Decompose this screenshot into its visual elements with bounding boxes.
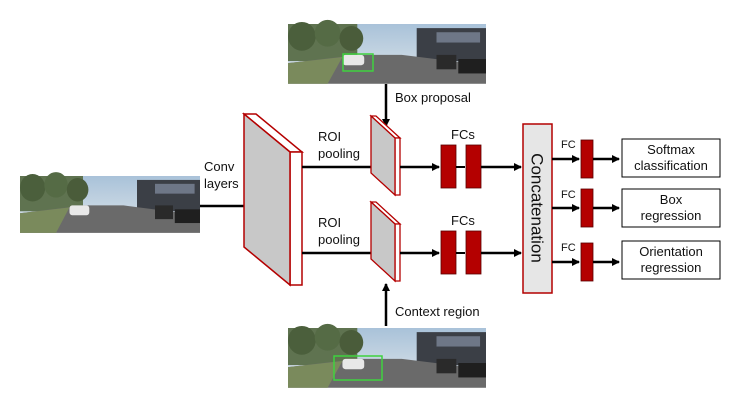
input-image [20, 172, 200, 233]
fc-block-top-1 [440, 144, 457, 189]
fc-output-block-1 [580, 139, 594, 179]
context-region-label: Context region [395, 304, 480, 319]
fc-label-1: FC [561, 139, 576, 151]
output-classification-line2: classification [634, 158, 708, 173]
street-scene-image [288, 19, 486, 84]
output-classification-line1: Softmax [647, 142, 695, 157]
fc-block-bottom-2 [465, 230, 482, 275]
roi-top-label-line1: ROI [318, 129, 341, 144]
proposal-image [288, 19, 486, 84]
output-box-regression-line2: regression [641, 208, 702, 223]
fcs-top-label: FCs [451, 127, 475, 142]
fc-block-bottom-1 [440, 230, 457, 275]
conv-label-line2: layers [204, 176, 239, 191]
concatenation-label: Concatenation [528, 153, 547, 263]
fc-output-block-2 [580, 188, 594, 228]
box-proposal-label: Box proposal [395, 90, 471, 105]
fc-block-top-2 [465, 144, 482, 189]
street-scene-image [288, 323, 486, 388]
output-box-regression-line1: Box [660, 192, 683, 207]
concatenation-block [522, 123, 553, 294]
box-proposal-highlight [342, 53, 374, 72]
street-scene-image [20, 172, 200, 233]
roi-bottom-label-line1: ROI [318, 215, 341, 230]
output-box-classification [621, 138, 721, 178]
output-box-orientation [621, 240, 721, 280]
context-region-highlight [333, 355, 383, 381]
output-box-box-regression [621, 188, 721, 228]
output-orientation-line2: regression [641, 260, 702, 275]
conv-label-line1: Conv [204, 159, 235, 174]
conv-feature-map [241, 112, 305, 287]
roi-map-bottom [369, 200, 402, 283]
fc-output-block-3 [580, 242, 594, 282]
fcs-bottom-label: FCs [451, 213, 475, 228]
fc-label-2: FC [561, 189, 576, 201]
roi-top-label-line2: pooling [318, 146, 360, 161]
context-image [288, 323, 486, 388]
fc-label-3: FC [561, 242, 576, 254]
roi-map-top [369, 114, 402, 197]
output-orientation-line1: Orientation [639, 244, 703, 259]
roi-bottom-label-line2: pooling [318, 232, 360, 247]
